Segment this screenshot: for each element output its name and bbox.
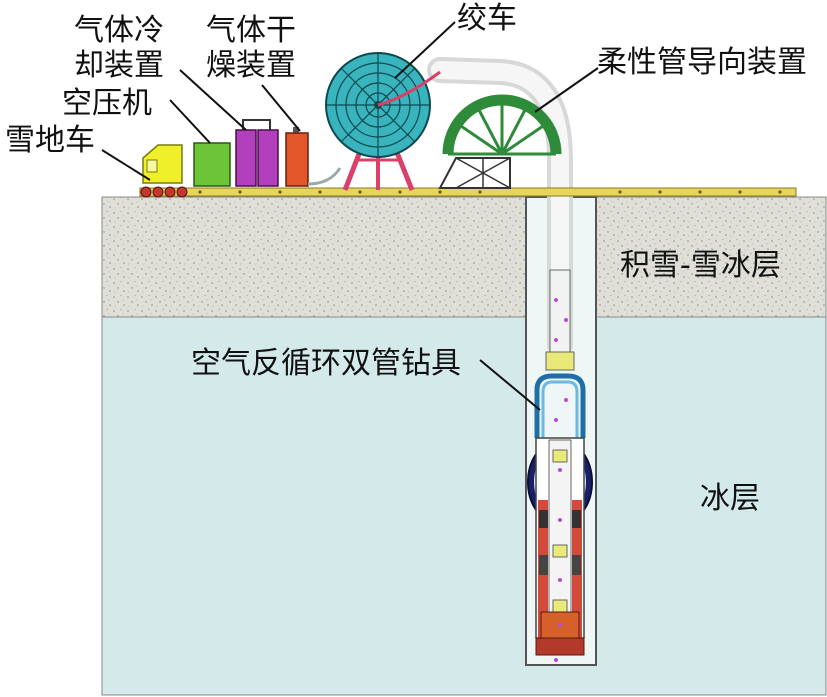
leader-drill-tool	[479, 359, 541, 411]
label-hose-guide: 柔性管导向装置	[597, 45, 807, 80]
leader-winch	[394, 21, 456, 79]
label-gas-drying-line1: 气体干	[206, 13, 296, 48]
firn-layer-region	[101, 196, 827, 318]
label-drill-tool: 空气反循环双管钻具	[191, 346, 461, 381]
leader-air-compressor	[169, 99, 211, 144]
leader-gas-cooling	[179, 69, 247, 131]
leader-snow-vehicle	[101, 149, 151, 181]
air-compressor	[193, 142, 231, 187]
label-firn-layer: 积雪-雪冰层	[620, 248, 781, 283]
ice-layer-region	[101, 316, 827, 696]
label-gas-drying-line2: 燥装置	[206, 48, 296, 83]
gas-cooling-unit	[235, 119, 279, 187]
drill-tool	[527, 269, 593, 662]
hose-guide-device	[438, 94, 562, 189]
supply-hose	[307, 167, 342, 186]
snow-vehicle	[140, 144, 188, 198]
label-gas-cooling-line1: 气体冷	[74, 13, 164, 48]
label-air-compressor: 空压机	[62, 86, 152, 121]
label-ice-layer: 冰层	[700, 481, 760, 516]
leader-gas-drying	[261, 84, 301, 132]
rail-bolts	[158, 190, 782, 194]
label-snow-vehicle: 雪地车	[5, 123, 95, 158]
winch	[325, 52, 441, 191]
surface-rail	[139, 187, 797, 197]
leader-hose-guide	[534, 67, 599, 113]
label-gas-cooling-line2: 却装置	[74, 48, 164, 83]
gas-drying-unit	[285, 127, 309, 187]
label-winch: 绞车	[457, 1, 517, 36]
